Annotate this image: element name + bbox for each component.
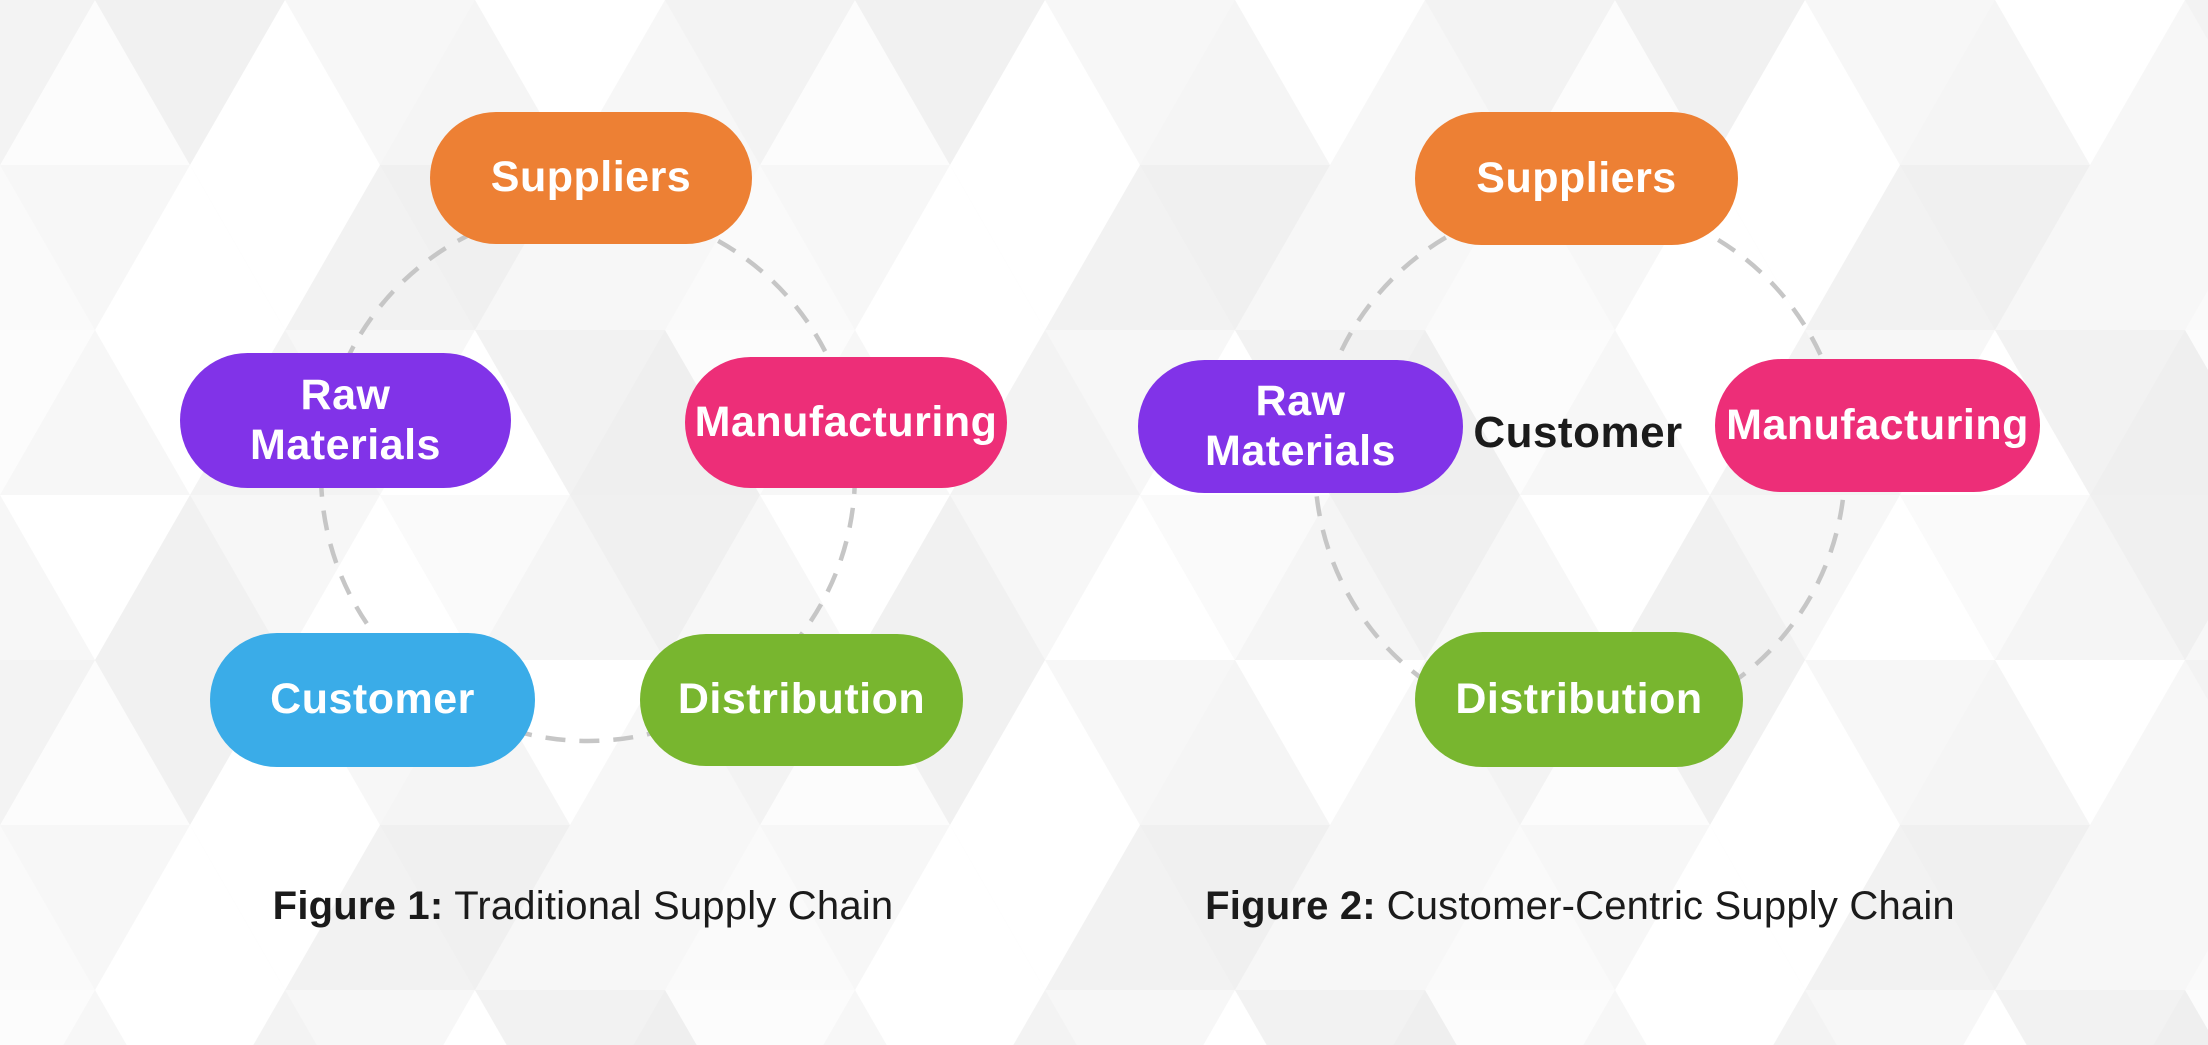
figure-1-caption: Figure 1:Traditional Supply Chain: [273, 884, 894, 929]
figure-2-caption: Figure 2:Customer-Centric Supply Chain: [1205, 884, 1955, 929]
fig2-node-distribution-label: Distribution: [1455, 674, 1703, 723]
fig1-node-customer-label: Customer: [270, 675, 475, 724]
fig1-node-manufacturing: Manufacturing: [685, 357, 1007, 488]
fig1-node-distribution-label: Distribution: [677, 675, 926, 724]
fig1-node-manufacturing-label: Manufacturing: [694, 397, 998, 446]
figure-2-caption-text: Customer-Centric Supply Chain: [1386, 884, 1955, 928]
figure-1-caption-prefix: Figure 1:: [272, 884, 444, 928]
fig2-node-manufacturing: Manufacturing: [1715, 359, 2040, 492]
fig1-node-suppliers-label: Suppliers: [490, 153, 692, 202]
fig1-node-raw-materials-label: Raw Materials: [250, 370, 441, 469]
fig2-node-raw-materials: Raw Materials: [1138, 360, 1463, 493]
figure-2-caption-prefix: Figure 2:: [1205, 884, 1376, 928]
fig1-node-suppliers: Suppliers: [430, 112, 752, 244]
fig2-node-raw-materials-label: Raw Materials: [1205, 376, 1396, 475]
fig1-node-distribution: Distribution: [640, 634, 963, 766]
fig1-node-customer: Customer: [210, 633, 535, 767]
fig1-node-raw-materials: Raw Materials: [180, 353, 511, 488]
fig2-node-manufacturing-label: Manufacturing: [1726, 400, 2029, 449]
fig2-node-distribution: Distribution: [1415, 632, 1743, 767]
fig2-node-suppliers-label: Suppliers: [1476, 153, 1677, 202]
figure-1-caption-text: Traditional Supply Chain: [454, 884, 894, 928]
fig2-center-customer-label: Customer: [1473, 408, 1683, 457]
fig2-node-suppliers: Suppliers: [1415, 112, 1738, 245]
